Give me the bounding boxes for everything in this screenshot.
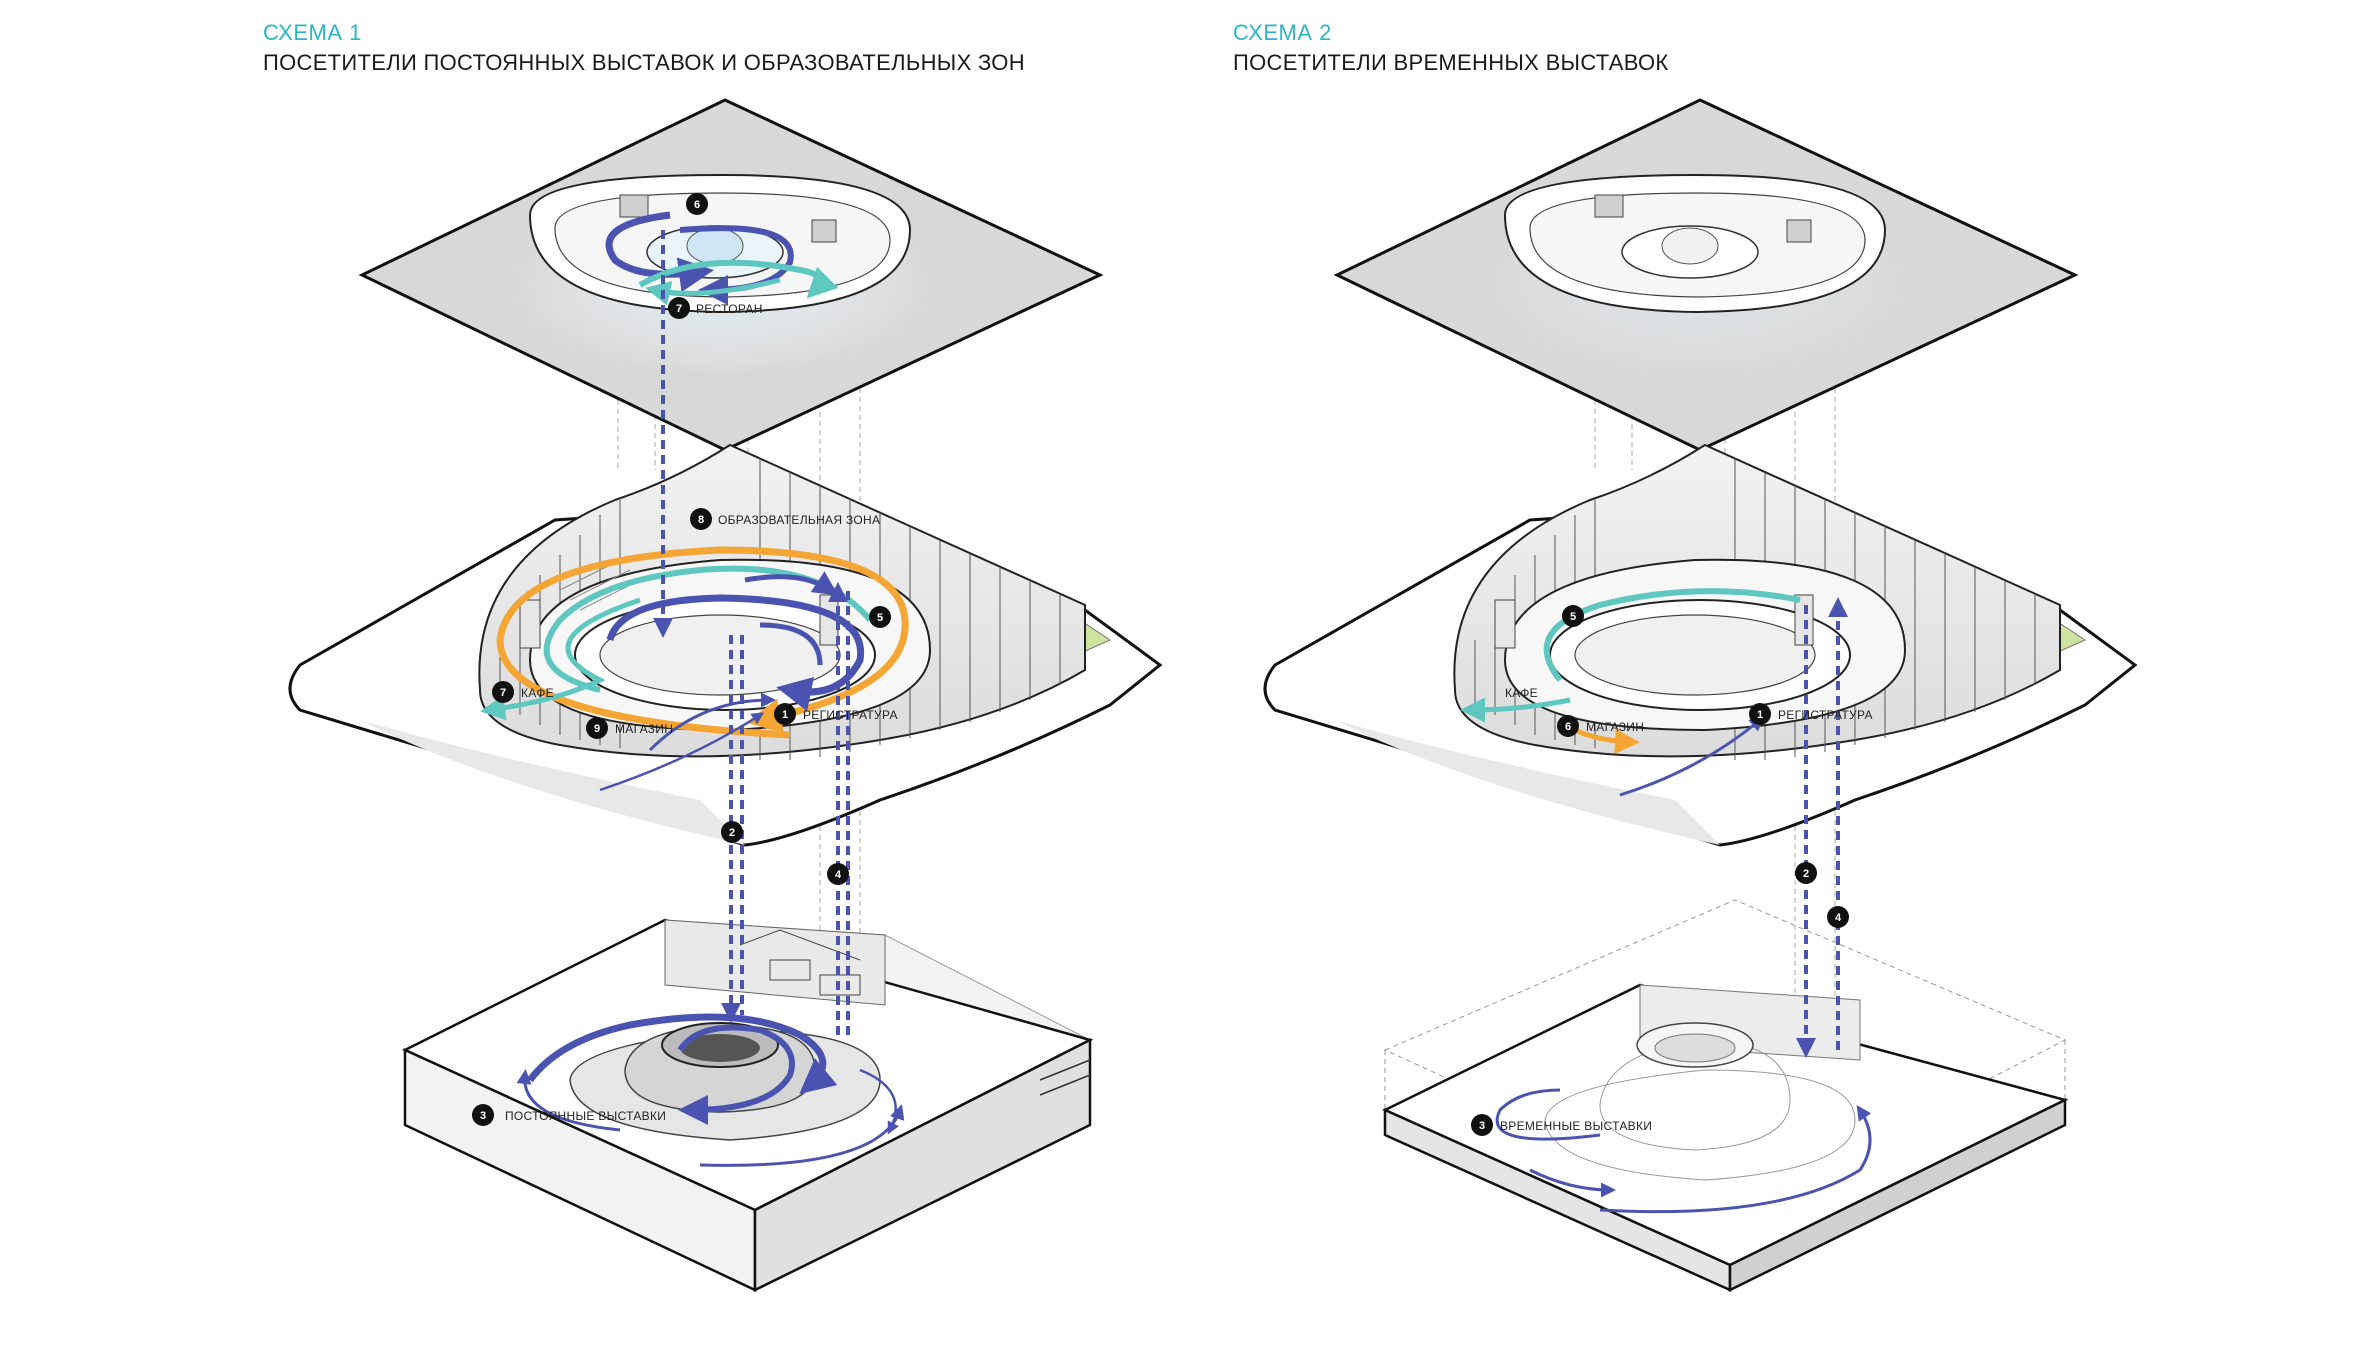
scheme-2-title: ПОСЕТИТЕЛИ ВРЕМЕННЫХ ВЫСТАВОК [1233, 50, 1669, 75]
callout-marker [721, 821, 743, 843]
scheme-2-header: СХЕМА 2 ПОСЕТИТЕЛИ ВРЕМЕННЫХ ВЫСТАВОК [1233, 20, 1669, 76]
callout-number: 7 [676, 303, 682, 315]
callout-marker [686, 193, 708, 215]
callout-marker [1557, 715, 1579, 737]
scheme-1-vertical-circulation [653, 230, 850, 1035]
callout-label-shop: МАГАЗИН [1586, 720, 1644, 734]
callout-number: 4 [835, 869, 842, 881]
callout-marker [1562, 605, 1584, 627]
callout-number: 6 [694, 199, 700, 211]
callout-marker [492, 681, 514, 703]
scheme-1-top-floor [358, 98, 1104, 452]
callout-marker [1795, 862, 1817, 884]
callout-label-cafe: КАФЕ [521, 686, 554, 700]
callout-marker [827, 863, 849, 885]
callout-label-registration: РЕГИСТРАТУРА [803, 708, 898, 722]
callout-label-permanent-exhibitions: ПОСТОЯННЫЕ ВЫСТАВКИ [505, 1109, 666, 1123]
callout-number: 1 [1757, 709, 1763, 721]
callout-marker [586, 717, 608, 739]
callout-number: 1 [782, 709, 788, 721]
callout-label-cafe: КАФЕ [1505, 686, 1538, 700]
callout-number: 8 [698, 514, 704, 526]
callout-number: 3 [1479, 1120, 1485, 1132]
callout-marker [1471, 1114, 1493, 1136]
callout-number: 5 [1570, 611, 1576, 623]
callout-number: 3 [480, 1110, 486, 1122]
scheme-2-label: СХЕМА 2 [1233, 20, 1332, 45]
scheme-2-middle-floor [1263, 443, 2138, 847]
callout-label-registration: РЕГИСТРАТУРА [1778, 708, 1873, 722]
scheme-1-bottom-floor [402, 918, 1094, 1293]
callout-number: 9 [594, 723, 600, 735]
callout-label-education-zone: ОБРАЗОВАТЕЛЬНАЯ ЗОНА [718, 513, 880, 527]
callout-number: 2 [729, 827, 735, 839]
callout-label-shop: МАГАЗИН [615, 722, 673, 736]
callout-marker [1749, 703, 1771, 725]
callout-number: 4 [1835, 912, 1842, 924]
scheme-1-middle-floor [288, 443, 1163, 847]
callout-marker [690, 508, 712, 530]
callout-number: 2 [1803, 868, 1809, 880]
callout-marker [668, 297, 690, 319]
callout-marker [1827, 906, 1849, 928]
callout-number: 7 [500, 687, 506, 699]
callout-number: 6 [1565, 721, 1571, 733]
callout-marker [774, 703, 796, 725]
callout-marker [869, 606, 891, 628]
callout-number: 5 [877, 612, 883, 624]
scheme-1-callouts: 6 7 РЕСТОРАН 8 ОБРАЗОВАТЕЛЬНАЯ ЗОНА 5 7 … [472, 193, 898, 1126]
callout-label-restaurant: РЕСТОРАН [696, 302, 763, 316]
scheme-2-callouts: 5 КАФЕ 6 МАГАЗИН 1 РЕГИСТРАТУРА 2 4 3 ВР… [1471, 605, 1873, 1136]
callout-marker [472, 1104, 494, 1126]
scheme-1-title: ПОСЕТИТЕЛИ ПОСТОЯННЫХ ВЫСТАВОК И ОБРАЗОВ… [263, 50, 1025, 75]
scheme-2-bottom-floor [1382, 899, 2069, 1293]
scheme-1-label: СХЕМА 1 [263, 20, 362, 45]
scheme-2-diagram: 5 КАФЕ 6 МАГАЗИН 1 РЕГИСТРАТУРА 2 4 3 ВР… [1263, 98, 2138, 1293]
scheme-2-top-floor [1333, 98, 2079, 452]
callout-label-temporary-exhibitions: ВРЕМЕННЫЕ ВЫСТАВКИ [1500, 1119, 1652, 1133]
scheme-1-diagram: 6 7 РЕСТОРАН 8 ОБРАЗОВАТЕЛЬНАЯ ЗОНА 5 7 … [288, 98, 1163, 1293]
scheme-1-header: СХЕМА 1 ПОСЕТИТЕЛИ ПОСТОЯННЫХ ВЫСТАВОК И… [263, 20, 1025, 76]
